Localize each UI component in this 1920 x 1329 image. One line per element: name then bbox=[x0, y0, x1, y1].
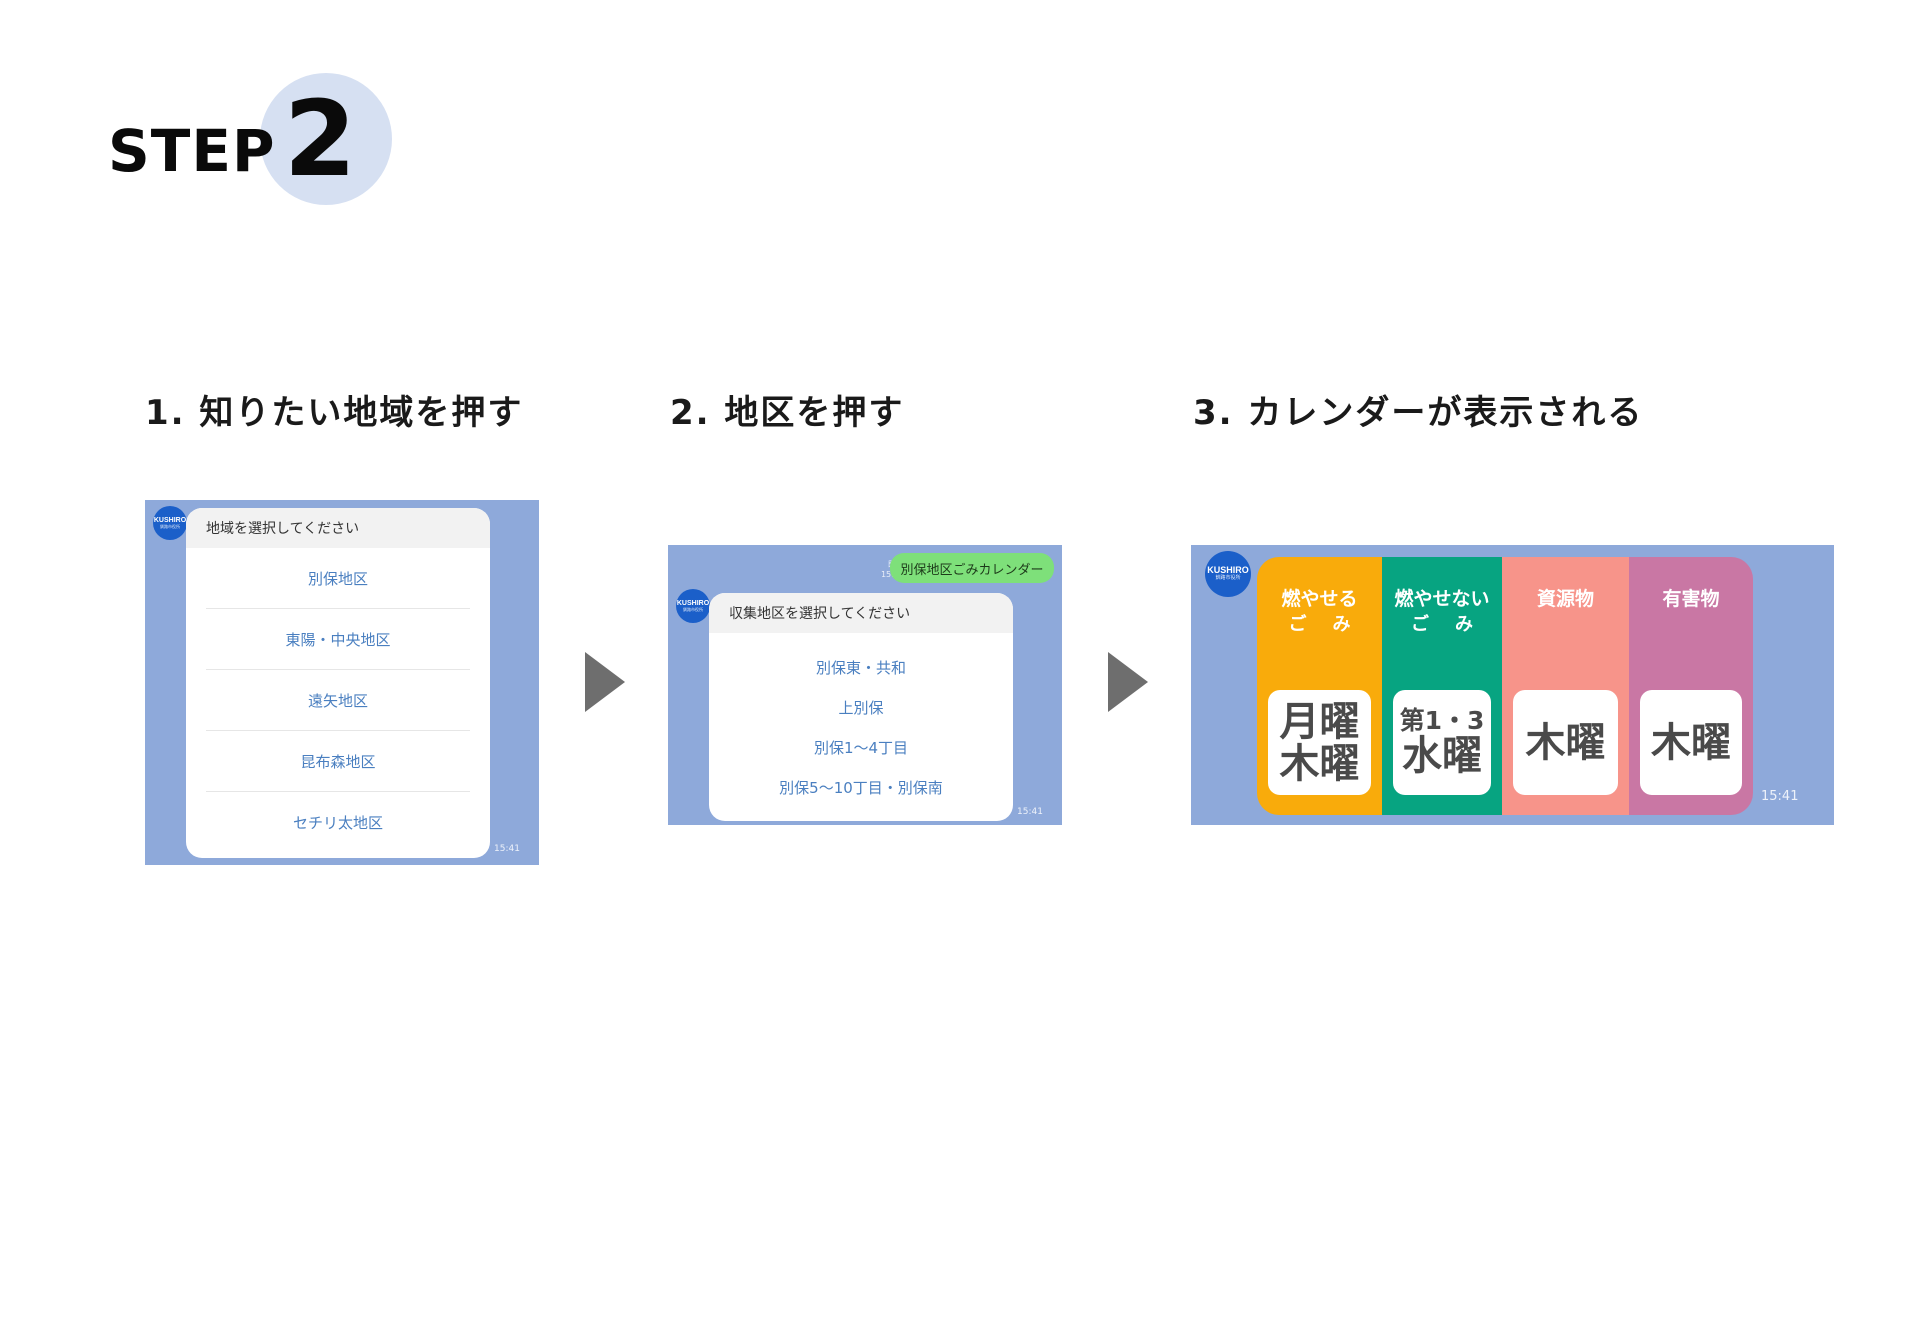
category-sublabel: ごみ bbox=[1411, 613, 1499, 635]
collection-day: 木曜 bbox=[1513, 690, 1618, 795]
category-sublabel: ごみ bbox=[1288, 613, 1377, 635]
step3-title: 3. カレンダーが表示される bbox=[1193, 393, 1644, 433]
collection-day-line: 水曜 bbox=[1402, 732, 1482, 779]
collection-day: 木曜 bbox=[1640, 690, 1742, 795]
collection-day: 第1・3 水曜 bbox=[1393, 690, 1491, 795]
category-label: 有害物 bbox=[1662, 588, 1720, 610]
region-select-card: 地域を選択してください 別保地区 東陽・中央地区 遠矢地区 昆布森地区 セチリ太… bbox=[186, 508, 490, 858]
step1-title: 1. 知りたい地域を押す bbox=[145, 393, 524, 433]
district-option[interactable]: 上別保 bbox=[838, 698, 884, 717]
recyclables-column: 資源物 木曜 bbox=[1502, 557, 1629, 815]
official-account-avatar[interactable]: KUSHIRO 釧路市役所 bbox=[153, 506, 187, 540]
category-label: 燃やせる bbox=[1281, 588, 1358, 610]
next-step-arrow bbox=[585, 652, 625, 712]
avatar-brand: KUSHIRO bbox=[1207, 565, 1249, 576]
district-option[interactable]: 別保1〜4丁目 bbox=[813, 738, 909, 757]
step-number-circle bbox=[260, 73, 392, 205]
district-select-prompt: 収集地区を選択してください bbox=[709, 593, 1013, 633]
official-account-avatar[interactable]: KUSHIRO 釧路市役所 bbox=[1205, 551, 1251, 597]
collection-day-line: 第1・3 bbox=[1399, 706, 1485, 736]
collection-day-line: 木曜 bbox=[1525, 719, 1606, 766]
collection-day: 月曜 木曜 bbox=[1268, 690, 1371, 795]
region-option[interactable]: 東陽・中央地区 bbox=[285, 630, 391, 649]
avatar-caption: 釧路市役所 bbox=[160, 523, 180, 529]
step2-title: 2. 地区を押す bbox=[670, 393, 905, 433]
district-select-card: 収集地区を選択してください 別保東・共和 上別保 別保1〜4丁目 別保5〜10丁… bbox=[709, 593, 1013, 821]
collection-day-line: 月曜 bbox=[1279, 698, 1360, 745]
region-option[interactable]: セチリ太地区 bbox=[292, 813, 383, 832]
avatar-brand: KUSHIRO bbox=[676, 599, 710, 607]
message-timestamp: 15:41 bbox=[494, 844, 520, 854]
region-option[interactable]: 遠矢地区 bbox=[307, 691, 368, 710]
category-label: 燃やせない bbox=[1394, 588, 1490, 610]
non-burnable-garbage-column: 燃やせない ごみ 第1・3 水曜 bbox=[1382, 557, 1502, 815]
step-number: 2 bbox=[283, 78, 357, 200]
sent-message-bubble: 別保地区ごみカレンダー bbox=[890, 553, 1054, 583]
message-timestamp: 15:41 bbox=[1017, 807, 1043, 817]
region-select-prompt: 地域を選択してください bbox=[186, 508, 490, 548]
next-step-arrow bbox=[1108, 652, 1148, 712]
category-label: 資源物 bbox=[1536, 588, 1594, 610]
collection-day-line: 木曜 bbox=[1279, 740, 1360, 787]
message-timestamp: 15:41 bbox=[1761, 789, 1799, 804]
collection-day-line: 木曜 bbox=[1651, 719, 1731, 766]
region-option[interactable]: 昆布森地区 bbox=[300, 752, 376, 771]
screen2-chat: 既読 15:41 別保地区ごみカレンダー KUSHIRO 釧路市役所 収集地区を… bbox=[668, 545, 1062, 825]
burnable-garbage-column: 燃やせる ごみ 月曜 木曜 bbox=[1257, 557, 1382, 815]
avatar-caption: 釧路市役所 bbox=[683, 606, 703, 612]
region-option[interactable]: 別保地区 bbox=[307, 569, 368, 588]
garbage-calendar-card[interactable]: 燃やせる ごみ 月曜 木曜 燃やせない ごみ 第1・3 水曜 資源物 木曜 bbox=[1257, 557, 1753, 815]
official-account-avatar[interactable]: KUSHIRO 釧路市役所 bbox=[676, 589, 710, 623]
screen3-chat: KUSHIRO 釧路市役所 燃やせる ごみ 月曜 木曜 燃やせない ごみ 第1・… bbox=[1191, 545, 1834, 825]
district-option[interactable]: 別保5〜10丁目・別保南 bbox=[779, 778, 943, 797]
avatar-caption: 釧路市役所 bbox=[1215, 575, 1241, 582]
screen1-chat: KUSHIRO 釧路市役所 地域を選択してください 別保地区 東陽・中央地区 遠… bbox=[145, 500, 539, 865]
district-option[interactable]: 別保東・共和 bbox=[815, 658, 906, 677]
hazardous-waste-column: 有害物 木曜 bbox=[1629, 557, 1753, 815]
step-label: STEP bbox=[108, 117, 276, 185]
avatar-brand: KUSHIRO bbox=[153, 516, 187, 524]
